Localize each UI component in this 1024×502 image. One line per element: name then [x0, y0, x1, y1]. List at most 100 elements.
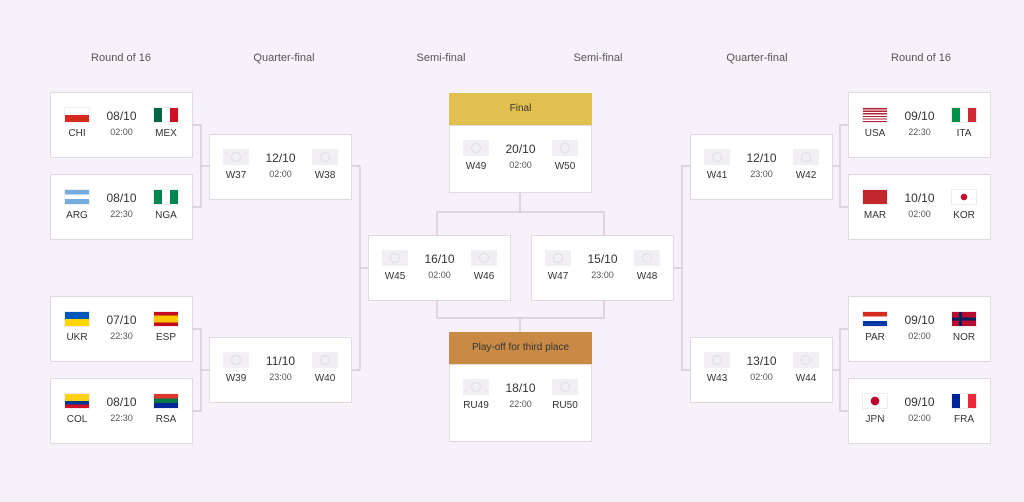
- match-time: 02:00: [509, 160, 532, 170]
- placeholder-flag-icon: [552, 379, 578, 395]
- away-team[interactable]: KOR: [944, 189, 984, 221]
- placeholder-flag-icon: [463, 140, 489, 156]
- away-team[interactable]: RSA: [146, 393, 186, 425]
- match-time: 22:00: [509, 399, 532, 409]
- match-date: 09/10: [904, 109, 935, 123]
- placeholder-flag-icon: [312, 352, 338, 368]
- match-time: 02:00: [908, 331, 931, 341]
- match-date: 11/10: [265, 354, 296, 368]
- home-team[interactable]: W43: [697, 352, 737, 384]
- away-team[interactable]: W46: [464, 250, 504, 282]
- home-team[interactable]: W47: [538, 250, 578, 282]
- placeholder-flag-icon: [471, 250, 497, 266]
- arg-flag-icon: [64, 189, 90, 205]
- home-team[interactable]: COL: [57, 393, 97, 425]
- match-time: 02:00: [110, 127, 133, 137]
- away-team[interactable]: NOR: [944, 311, 984, 343]
- team-code: RU49: [463, 400, 489, 411]
- placeholder-flag-icon: [634, 250, 660, 266]
- match-date: 18/10: [505, 381, 536, 395]
- nga-flag-icon: [153, 189, 179, 205]
- ukr-flag-icon: [64, 311, 90, 327]
- team-code: CHI: [68, 128, 86, 139]
- match-time: 22:30: [110, 413, 133, 423]
- away-team[interactable]: W40: [305, 352, 345, 384]
- team-code: W46: [473, 271, 495, 282]
- match-date: 12/10: [746, 151, 777, 165]
- match-card-third[interactable]: RU49 18/10 22:00 RU50: [449, 364, 592, 442]
- match-card-r16-r1[interactable]: USA 09/10 22:30 ITA: [848, 92, 991, 158]
- away-team[interactable]: W44: [786, 352, 826, 384]
- home-team[interactable]: RU49: [456, 379, 496, 411]
- away-team[interactable]: ESP: [146, 311, 186, 343]
- home-team[interactable]: W39: [216, 352, 256, 384]
- match-time: 22:30: [908, 127, 931, 137]
- home-team[interactable]: ARG: [57, 189, 97, 221]
- team-code: RU50: [552, 400, 578, 411]
- round-header: Semi-final: [416, 52, 466, 64]
- home-team[interactable]: W37: [216, 149, 256, 181]
- placeholder-flag-icon: [552, 140, 578, 156]
- team-code: MEX: [155, 128, 177, 139]
- placeholder-flag-icon: [463, 379, 489, 395]
- home-team[interactable]: UKR: [57, 311, 97, 343]
- placeholder-flag-icon: [793, 149, 819, 165]
- match-time: 02:00: [428, 270, 451, 280]
- match-time: 23:00: [269, 372, 292, 382]
- home-team[interactable]: W45: [375, 250, 415, 282]
- team-code: FRA: [954, 414, 974, 425]
- home-team[interactable]: MAR: [855, 189, 895, 221]
- mar-flag-icon: [862, 189, 888, 205]
- team-code: NOR: [952, 332, 976, 343]
- home-team[interactable]: USA: [855, 107, 895, 139]
- home-team[interactable]: PAR: [855, 311, 895, 343]
- placeholder-flag-icon: [312, 149, 338, 165]
- placeholder-flag-icon: [704, 149, 730, 165]
- match-date: 08/10: [106, 191, 137, 205]
- kor-flag-icon: [951, 189, 977, 205]
- round-header: Round of 16: [891, 52, 951, 64]
- team-code: RSA: [155, 414, 177, 425]
- team-code: W50: [554, 161, 576, 172]
- final-header: Final: [449, 93, 592, 125]
- away-team[interactable]: W42: [786, 149, 826, 181]
- away-team[interactable]: RU50: [545, 379, 585, 411]
- home-team[interactable]: JPN: [855, 393, 895, 425]
- team-code: W41: [706, 170, 728, 181]
- match-card-qf-l2[interactable]: W39 11/10 23:00 W40: [209, 337, 352, 403]
- home-team[interactable]: CHI: [57, 107, 97, 139]
- away-team[interactable]: NGA: [146, 189, 186, 221]
- away-team[interactable]: W50: [545, 140, 585, 172]
- team-code: ESP: [155, 332, 176, 343]
- ita-flag-icon: [951, 107, 977, 123]
- third-header: Play-off for third place: [449, 332, 592, 364]
- away-team[interactable]: MEX: [146, 107, 186, 139]
- team-code: KOR: [953, 210, 975, 221]
- round-header: Semi-final: [573, 52, 623, 64]
- away-team[interactable]: W38: [305, 149, 345, 181]
- home-team[interactable]: W41: [697, 149, 737, 181]
- away-team[interactable]: FRA: [944, 393, 984, 425]
- team-code: NGA: [155, 210, 177, 221]
- team-code: W48: [636, 271, 658, 282]
- match-date: 12/10: [265, 151, 296, 165]
- team-code: W38: [314, 170, 336, 181]
- team-code: ITA: [956, 128, 972, 139]
- away-team[interactable]: ITA: [944, 107, 984, 139]
- away-team[interactable]: W48: [627, 250, 667, 282]
- home-team[interactable]: W49: [456, 140, 496, 172]
- placeholder-flag-icon: [382, 250, 408, 266]
